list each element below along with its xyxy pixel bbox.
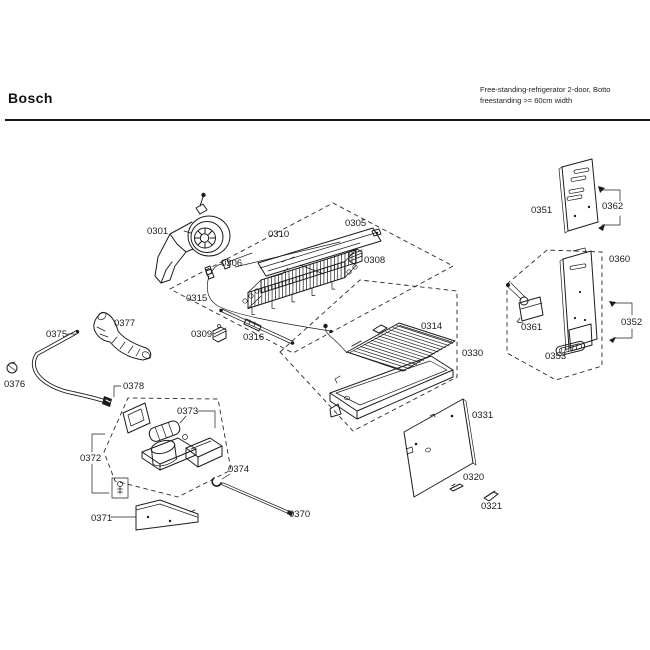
- clip-and-tube-0374-0370-drawing: [211, 473, 293, 516]
- part-label-0362[interactable]: 0362: [602, 201, 623, 212]
- part-label-0373[interactable]: 0373: [177, 406, 198, 417]
- screw-callout-0362-drawing: [598, 186, 621, 231]
- fitting-0309-drawing: [212, 324, 227, 343]
- part-label-0320[interactable]: 0320: [463, 472, 484, 483]
- part-label-0310[interactable]: 0310: [268, 229, 289, 240]
- fitting-0308-drawing: [348, 248, 363, 265]
- vent-panel-0351-drawing: [558, 158, 599, 234]
- model-description-line2: freestanding >= 60cm width: [480, 96, 573, 105]
- evaporator-coil-drawing: [242, 249, 358, 316]
- part-label-0308[interactable]: 0308: [364, 255, 385, 266]
- grid-shelf-drawing: [323, 322, 456, 384]
- part-label-0372[interactable]: 0372: [80, 453, 101, 464]
- part-label-0371[interactable]: 0371: [91, 513, 112, 524]
- part-label-0377[interactable]: 0377: [114, 318, 135, 329]
- clip-0378-drawing: [102, 385, 122, 407]
- model-description: Free-standing-refrigerator 2-door, Botto…: [480, 84, 648, 106]
- panel-0331-drawing: [403, 398, 477, 498]
- screw-callout-0352-drawing: [609, 301, 633, 343]
- part-label-0351[interactable]: 0351: [531, 205, 552, 216]
- part-label-0301[interactable]: 0301: [147, 226, 168, 237]
- brand-logo-text: Bosch: [8, 90, 53, 106]
- model-description-line1: Free-standing-refrigerator 2-door, Botto: [480, 85, 611, 94]
- grille-0353-drawing: [555, 340, 586, 356]
- part-label-0321[interactable]: 0321: [481, 501, 502, 512]
- group-outline-0360: [506, 249, 603, 381]
- group-outline-0305: [169, 202, 454, 354]
- part-label-0330[interactable]: 0330: [462, 348, 483, 359]
- part-label-0352[interactable]: 0352: [621, 317, 642, 328]
- part-label-0309[interactable]: 0309: [191, 329, 212, 340]
- part-label-0306[interactable]: 0306: [221, 258, 242, 269]
- part-label-0353[interactable]: 0353: [545, 351, 566, 362]
- wire-0315-drawing: [204, 265, 333, 334]
- tube-0375-drawing: [31, 329, 106, 403]
- part-label-0361[interactable]: 0361: [521, 322, 542, 333]
- part-label-0375[interactable]: 0375: [46, 329, 67, 340]
- part-label-0376[interactable]: 0376: [4, 379, 25, 390]
- compressor-0373-drawing: [122, 402, 223, 471]
- screw-0376-drawing: [6, 361, 18, 374]
- part-label-0316[interactable]: 0316: [243, 332, 264, 343]
- screw-kit-0372-drawing: [91, 433, 129, 499]
- clip-0321-drawing: [483, 490, 499, 502]
- clip-0320-drawing: [449, 483, 464, 492]
- part-label-0370[interactable]: 0370: [289, 509, 310, 520]
- drip-tray-drawing: [329, 355, 454, 420]
- panel-0360-drawing: [559, 247, 598, 352]
- part-label-0315[interactable]: 0315: [186, 293, 207, 304]
- fan-assembly-drawing: [154, 192, 231, 284]
- thermostat-0361-drawing: [506, 282, 544, 324]
- part-label-0378[interactable]: 0378: [123, 381, 144, 392]
- header-divider: [5, 119, 650, 121]
- group-outline-0372: [103, 397, 232, 498]
- part-label-0314[interactable]: 0314: [421, 321, 442, 332]
- part-label-0374[interactable]: 0374: [228, 464, 249, 475]
- part-label-0305[interactable]: 0305: [345, 218, 366, 229]
- group-outline-0330: [279, 279, 458, 432]
- part-label-0331[interactable]: 0331: [472, 410, 493, 421]
- leader-lines: [66, 230, 192, 335]
- part-label-0360[interactable]: 0360: [609, 254, 630, 265]
- tube-0316-drawing: [219, 308, 295, 345]
- bracket-0371-drawing: [110, 499, 199, 531]
- hose-0377-drawing: [93, 311, 152, 361]
